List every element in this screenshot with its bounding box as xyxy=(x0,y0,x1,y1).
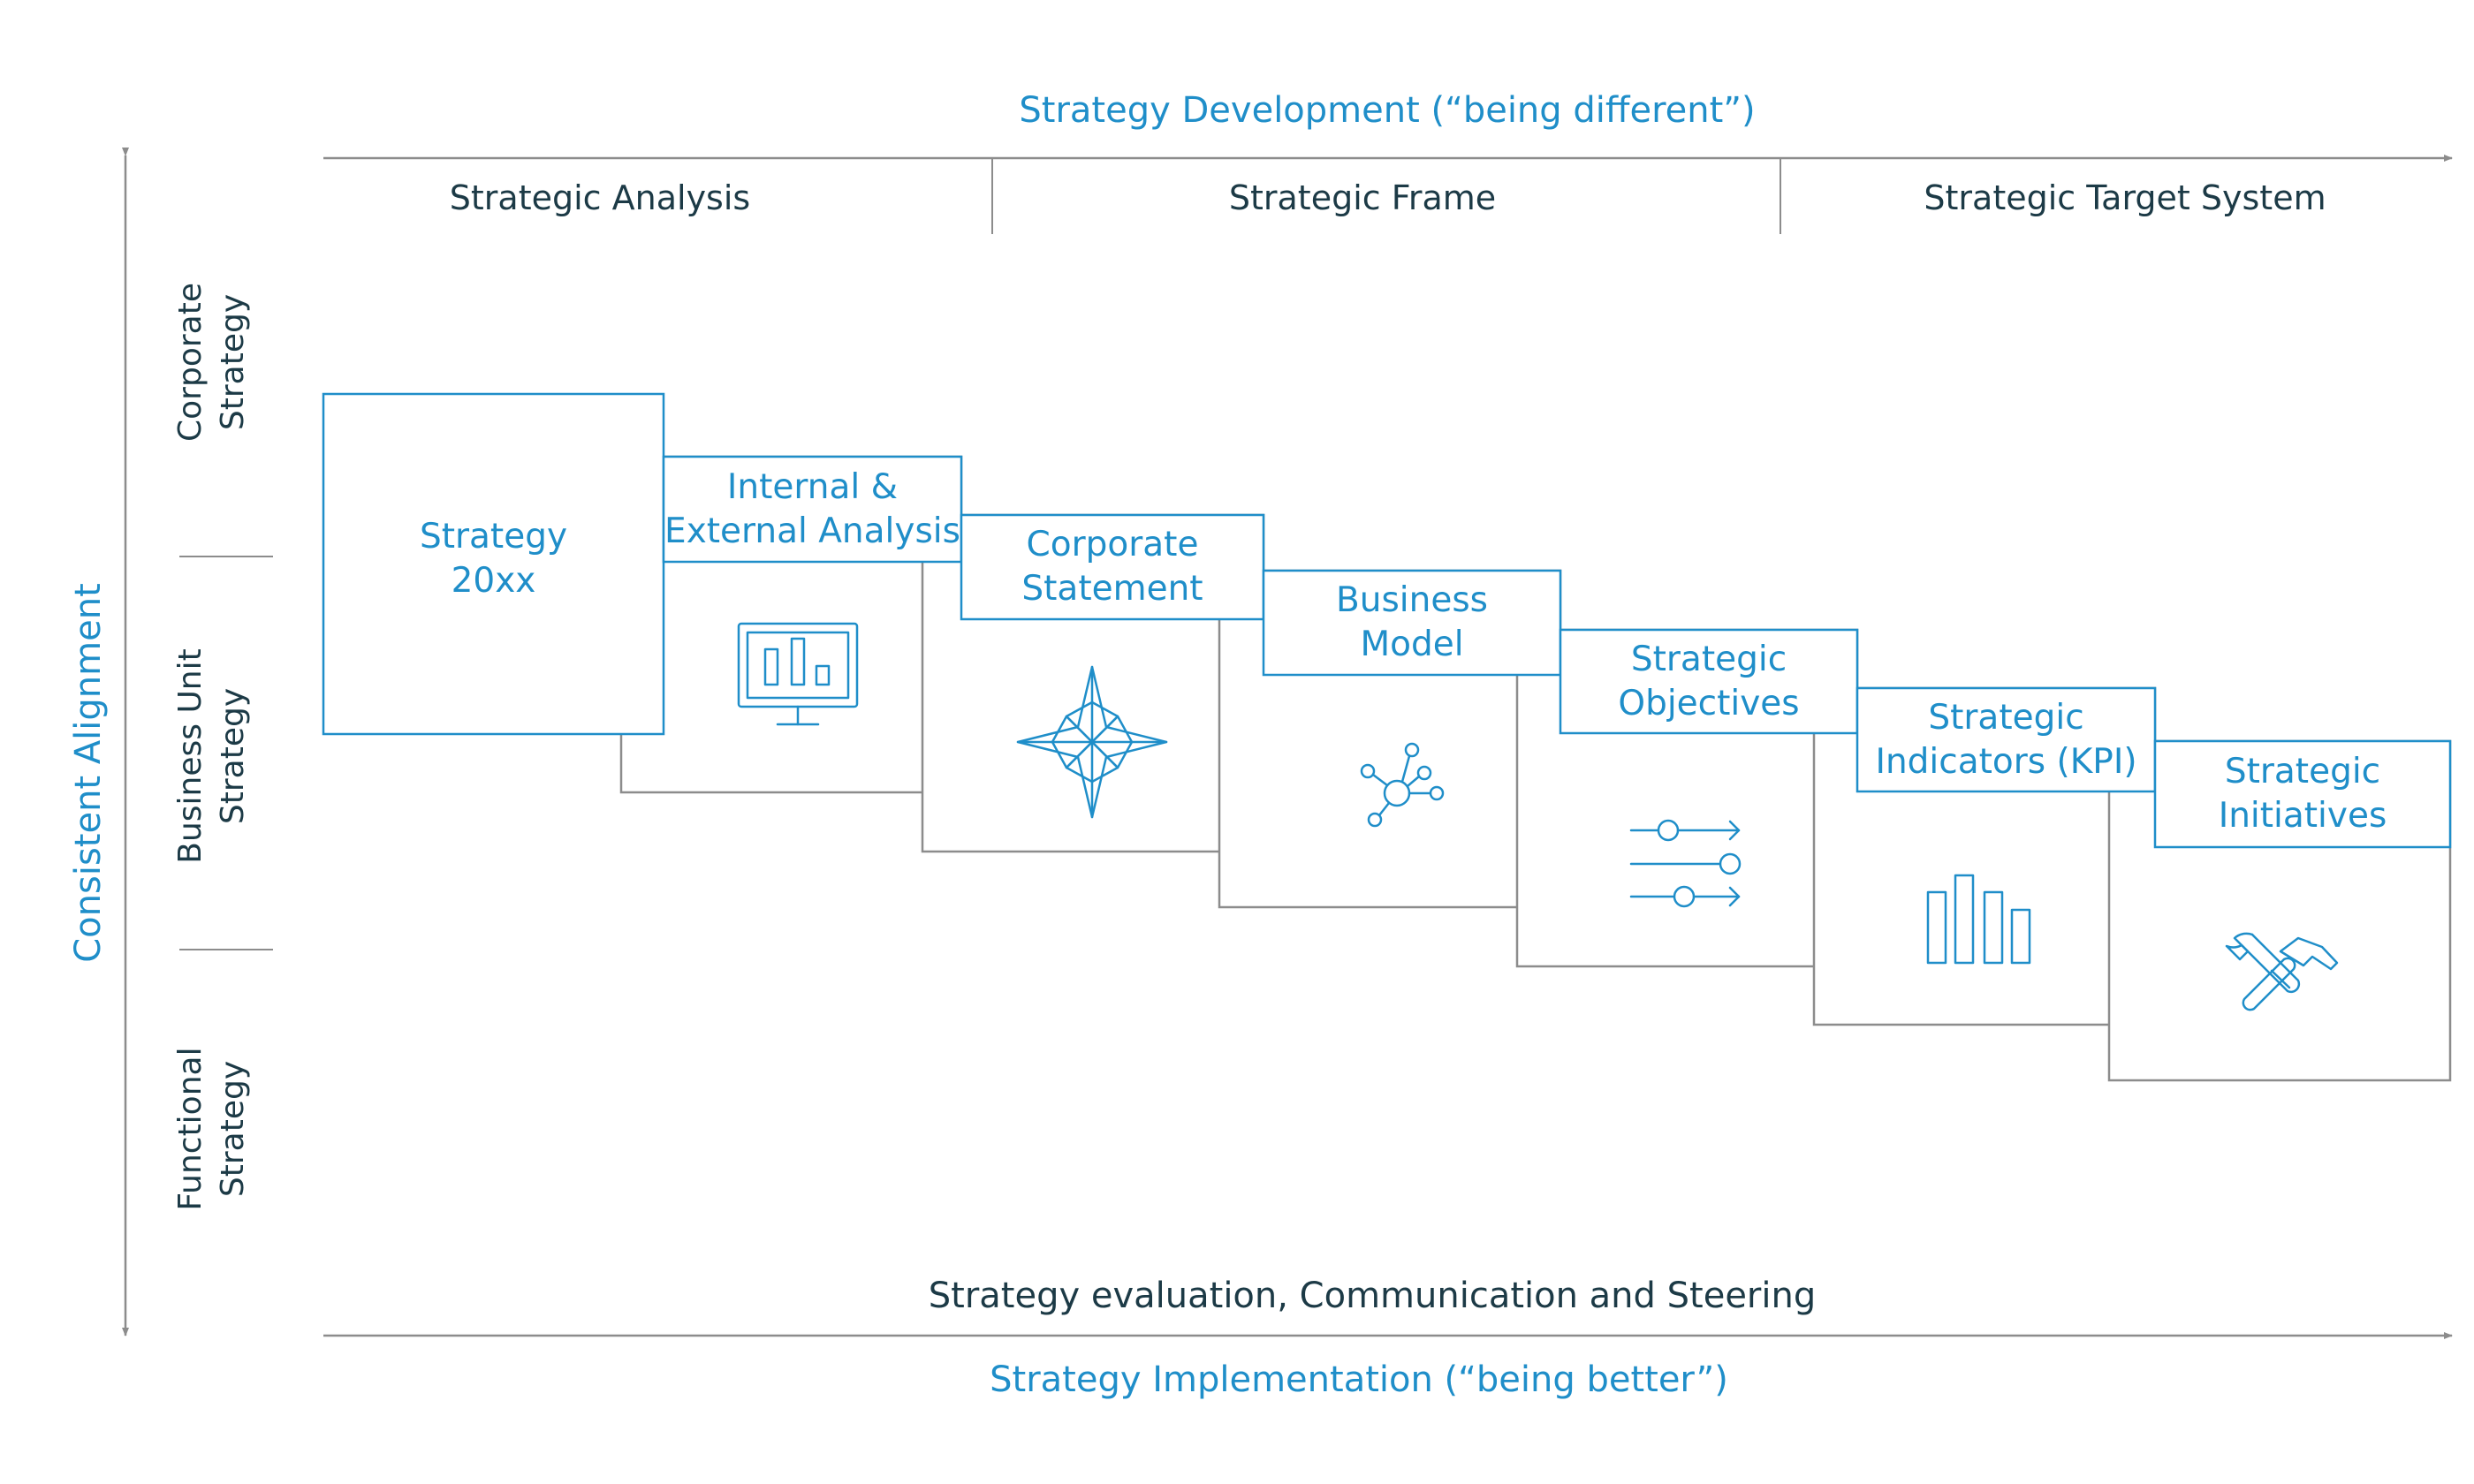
strategy-main-box xyxy=(322,392,665,736)
card-header-business-model xyxy=(1262,569,1562,677)
column-header-strategic-frame: Strategic Frame xyxy=(1228,178,1497,217)
bar-chart-icon xyxy=(1926,874,2031,965)
strategy-development-label: Strategy Development (“being different”) xyxy=(1019,90,1756,131)
card-header-strategic-indicators xyxy=(1856,686,2157,793)
card-header-internal-external-analysis xyxy=(662,455,963,564)
card-header-strategic-initiatives xyxy=(2153,739,2452,849)
card-header-corporate-statement xyxy=(960,513,1265,621)
monitor-chart-icon xyxy=(737,622,859,726)
column-header-strategic-target-system: Strategic Target System xyxy=(1924,178,2326,217)
network-nodes-icon xyxy=(1360,742,1445,828)
card-title-internal-external-analysis: Internal &External Analysis xyxy=(664,466,960,551)
consistent-alignment-label: Consistent Alignment xyxy=(68,583,109,963)
compass-star-icon xyxy=(1016,665,1168,819)
tools-icon xyxy=(2225,932,2339,1011)
card-header-strategic-objectives xyxy=(1559,628,1859,735)
sliders-arrows-icon xyxy=(1629,819,1742,908)
strategy-implementation-label: Strategy Implementation (“being better”) xyxy=(990,1359,1728,1400)
evaluation-communication-steering-label: Strategy evaluation, Communication and S… xyxy=(928,1276,1817,1316)
column-header-strategic-analysis: Strategic Analysis xyxy=(449,178,751,217)
